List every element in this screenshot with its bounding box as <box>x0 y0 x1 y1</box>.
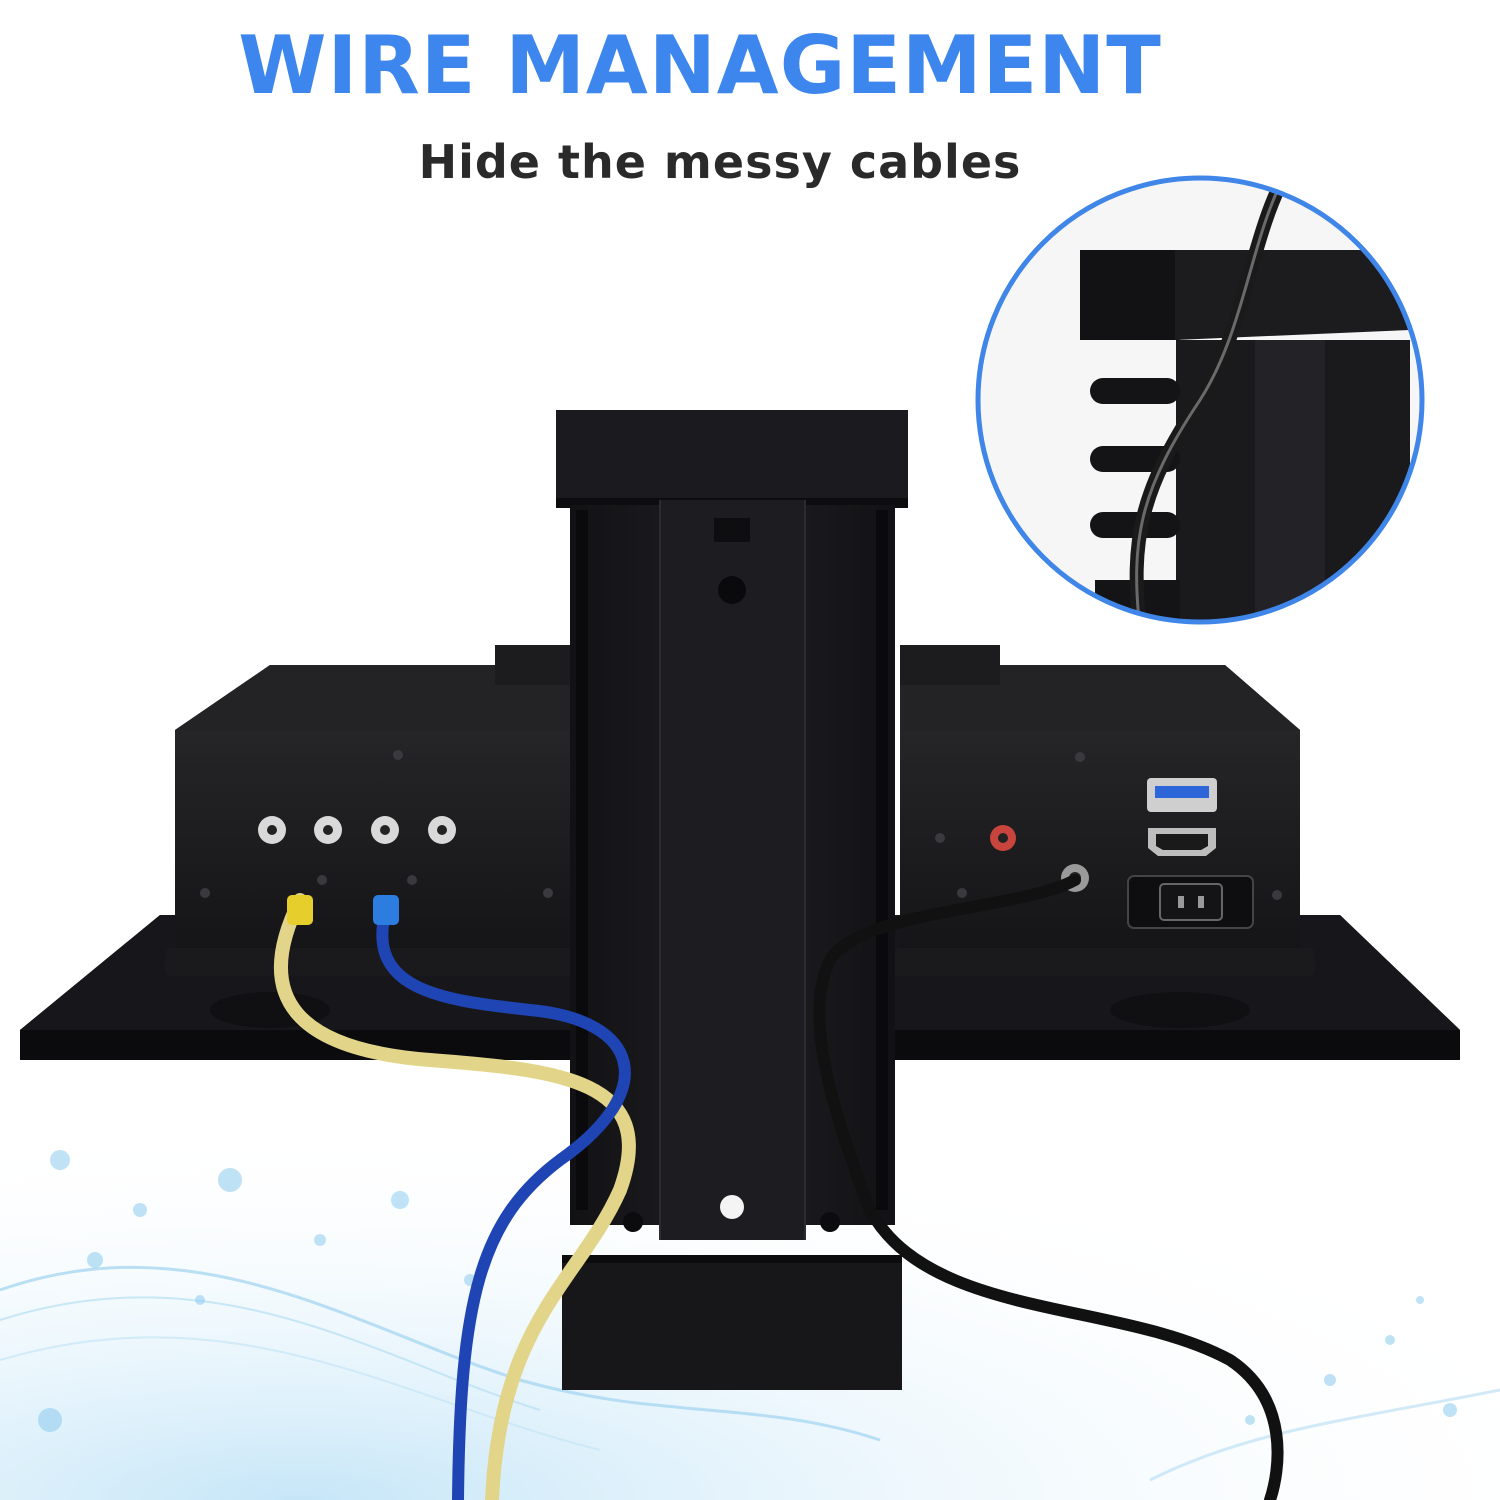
usb-port-icon <box>1147 778 1217 812</box>
mounting-pillar <box>556 410 908 1390</box>
power-socket-icon <box>1127 875 1254 929</box>
hdmi-port-icon <box>1148 828 1216 856</box>
rca-jacks <box>258 816 1016 851</box>
detail-inset <box>975 175 1425 625</box>
headline: WIRE MANAGEMENT <box>238 19 1162 112</box>
rca-jack-icon <box>258 816 1016 851</box>
device-screws <box>200 750 1282 900</box>
media-device <box>165 645 1315 976</box>
device-ports <box>1061 778 1254 929</box>
cables <box>274 874 1284 1500</box>
device-feet <box>210 992 1250 1028</box>
subheadline: Hide the messy cables <box>418 135 1022 189</box>
